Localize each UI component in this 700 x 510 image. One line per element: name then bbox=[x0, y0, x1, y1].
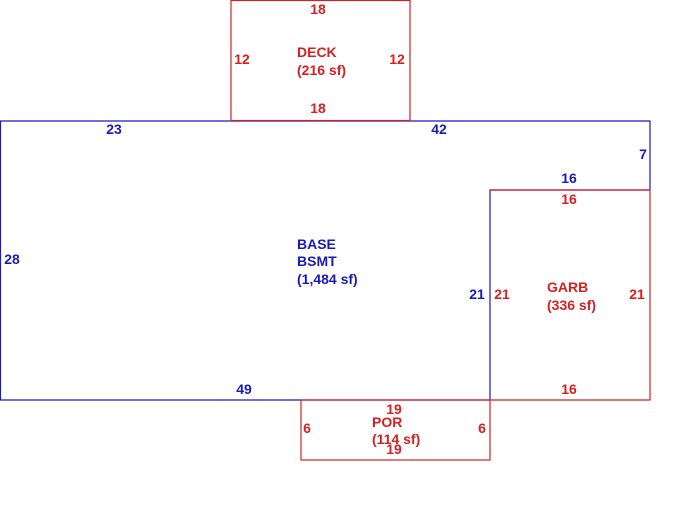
base-dim-top-right: 42 bbox=[431, 121, 447, 137]
base-name-line1: BASE bbox=[297, 236, 336, 252]
deck-dim-bottom: 18 bbox=[310, 100, 326, 116]
garb-dim-left: 21 bbox=[494, 286, 510, 302]
base-name-line2: BSMT bbox=[297, 253, 337, 269]
por-outline bbox=[300, 399, 491, 461]
deck-dim-top: 18 bbox=[310, 1, 326, 17]
por-area: (114 sf) bbox=[372, 431, 420, 447]
deck-name: DECK bbox=[297, 44, 337, 60]
garb-area: (336 sf) bbox=[547, 297, 596, 313]
base-dim-bottom: 49 bbox=[236, 381, 252, 397]
deck-dim-right: 12 bbox=[389, 51, 405, 67]
deck-dim-left: 12 bbox=[234, 51, 250, 67]
garb-name: GARB bbox=[547, 279, 588, 295]
base-dim-left: 28 bbox=[4, 251, 20, 267]
deck-outline bbox=[230, 0, 411, 122]
por-dim-left: 6 bbox=[303, 420, 311, 436]
base-area: (1,484 sf) bbox=[297, 271, 358, 287]
base-dim-inner-right: 21 bbox=[469, 286, 485, 302]
base-dim-inner-top: 16 bbox=[561, 170, 577, 186]
deck-area: (216 sf) bbox=[297, 62, 346, 78]
base-dim-right-step: 7 bbox=[639, 146, 647, 162]
garb-dim-right: 21 bbox=[629, 286, 645, 302]
garb-dim-bottom: 16 bbox=[561, 381, 577, 397]
base-dim-top-left: 23 bbox=[106, 121, 122, 137]
por-name: POR bbox=[372, 414, 402, 430]
garb-dim-top: 16 bbox=[561, 191, 577, 207]
por-dim-top: 19 bbox=[386, 401, 402, 417]
garb-outline bbox=[490, 189, 651, 401]
por-dim-right: 6 bbox=[478, 420, 486, 436]
por-dim-bottom: 19 bbox=[386, 441, 402, 457]
